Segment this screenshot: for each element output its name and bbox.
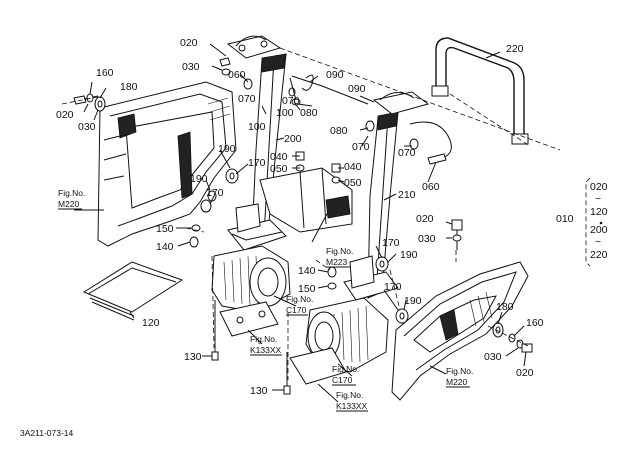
callout-020: 020 [416, 213, 434, 225]
fig-ref-c170-b-line1: Fig.No. [332, 364, 359, 374]
fig-ref-k133-a-line2: K133XX [250, 345, 282, 355]
callout-060: 060 [422, 181, 440, 193]
left-fender-panel [97, 81, 237, 247]
callout-020: 020 [56, 109, 74, 121]
fig-ref-m223-line2: M223 [326, 257, 348, 267]
callout-190: 190 [218, 143, 236, 155]
center-bracket [259, 167, 353, 233]
fig-ref-c170-a-line2: C170 [286, 305, 307, 315]
callout-020: 020 [516, 367, 534, 379]
callout-170: 170 [248, 157, 266, 169]
callout-130: 130 [250, 385, 268, 397]
range-item-200: 200 [590, 224, 608, 236]
callout-080: 080 [300, 107, 318, 119]
callout-220: 220 [506, 43, 524, 55]
fig-ref-m220-right-line2: M220 [446, 377, 468, 387]
range-group-010: 010 020 ~ 120 200 ~ 220 [556, 177, 608, 267]
callout-190: 190 [400, 249, 418, 261]
callout-120: 120 [142, 317, 160, 329]
top-hoop-220 [431, 37, 529, 145]
callout-170: 170 [382, 237, 400, 249]
callout-030: 030 [484, 351, 502, 363]
leader-lines [83, 43, 527, 391]
range-item-120: 120 [590, 206, 608, 218]
callout-160: 160 [96, 67, 114, 79]
callout-070: 070 [238, 93, 256, 105]
callout-090: 090 [326, 69, 344, 81]
callout-210: 210 [398, 189, 416, 201]
callout-150: 150 [298, 283, 316, 295]
fig-ref-pointers [74, 209, 447, 403]
callout-100: 100 [248, 121, 266, 133]
callout-170: 170 [384, 281, 402, 293]
callout-180: 180 [496, 301, 514, 313]
range-tilde-1: ~ [595, 193, 601, 205]
callout-030: 030 [418, 233, 436, 245]
callout-050: 050 [270, 163, 288, 175]
fig-ref-k133-a-line1: Fig.No. [250, 334, 277, 344]
left-engine-mount [211, 245, 291, 337]
right-engine-mount [289, 297, 389, 385]
callout-040: 040 [344, 161, 362, 173]
left-rops-post [227, 53, 287, 251]
callout-040: 040 [270, 151, 288, 163]
callout-100: 100 [276, 107, 294, 119]
fig-ref-c170-a-line1: Fig.No. [286, 294, 313, 304]
figure-references: Fig.No. M220 Fig.No. M223 Fig.No. C170 F… [58, 188, 473, 412]
callout-190: 190 [190, 173, 208, 185]
callout-070: 070 [282, 95, 300, 107]
callout-160: 160 [526, 317, 544, 329]
callout-090: 090 [348, 83, 366, 95]
fig-ref-m220-left-line2: M220 [58, 199, 80, 209]
callout-030: 030 [78, 121, 96, 133]
callout-170: 170 [206, 187, 224, 199]
callout-030: 030 [182, 61, 200, 73]
callout-labels: 020 030 060 070 090 070 080 160 180 020 … [56, 37, 544, 397]
fig-ref-c170-b-line2: C170 [332, 375, 353, 385]
callout-140: 140 [156, 241, 174, 253]
top-pins-and-brackets [226, 35, 452, 161]
document-code: 3A211-073-14 [20, 428, 74, 438]
fasteners [73, 57, 533, 395]
fig-ref-m220-left-line1: Fig.No. [58, 188, 85, 198]
callout-150: 150 [156, 223, 174, 235]
callout-080: 080 [330, 125, 348, 137]
callout-070: 070 [398, 147, 416, 159]
fig-ref-m223-line1: Fig.No. [326, 246, 353, 256]
callout-140: 140 [298, 265, 316, 277]
range-item-220: 220 [590, 249, 608, 261]
callout-070: 070 [352, 141, 370, 153]
callout-190: 190 [404, 295, 422, 307]
fig-ref-k133-b-line2: K133XX [336, 401, 368, 411]
callout-180: 180 [120, 81, 138, 93]
floor-mat-120 [82, 261, 184, 321]
assembly-guide-lines [61, 47, 561, 380]
callout-060: 060 [228, 69, 246, 81]
fig-ref-k133-b-line1: Fig.No. [336, 390, 363, 400]
callout-020: 020 [180, 37, 198, 49]
fig-ref-m220-right-line1: Fig.No. [446, 366, 473, 376]
range-item-020: 020 [590, 181, 608, 193]
callout-050: 050 [344, 177, 362, 189]
range-group-label: 010 [556, 213, 574, 225]
callout-200: 200 [284, 133, 302, 145]
right-rops-post [343, 111, 399, 301]
range-tilde-2: ~ [595, 236, 601, 248]
callout-130: 130 [184, 351, 202, 363]
